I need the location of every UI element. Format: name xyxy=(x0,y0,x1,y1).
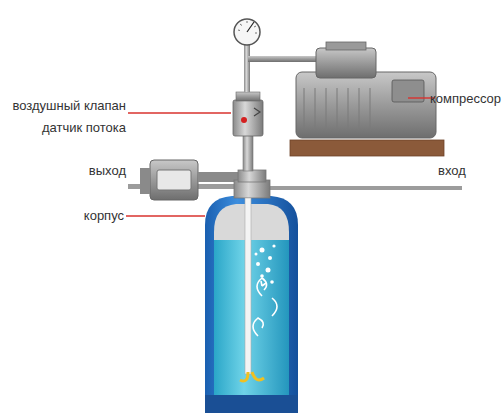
cooling-fin xyxy=(359,88,360,130)
air-bubble xyxy=(260,248,265,253)
cooling-fin xyxy=(326,88,327,130)
part-label: выход xyxy=(89,163,126,178)
cooling-fin xyxy=(304,88,305,130)
air-bubble xyxy=(266,268,271,273)
part-label: вход xyxy=(438,163,466,178)
cooling-fin xyxy=(370,88,371,130)
cooling-fin xyxy=(315,88,316,130)
part-label: датчик потока xyxy=(42,120,126,135)
cooling-fin xyxy=(348,88,349,130)
air-bubble xyxy=(255,253,258,256)
part-label: компрессор xyxy=(430,91,501,106)
part-label: воздушный клапан xyxy=(12,98,126,113)
air-bubble xyxy=(256,262,260,266)
cooling-fin xyxy=(337,88,338,130)
air-bubble xyxy=(268,256,272,260)
air-bubble xyxy=(272,244,275,247)
part-label: корпус xyxy=(84,208,124,223)
air-bubble xyxy=(270,280,274,284)
